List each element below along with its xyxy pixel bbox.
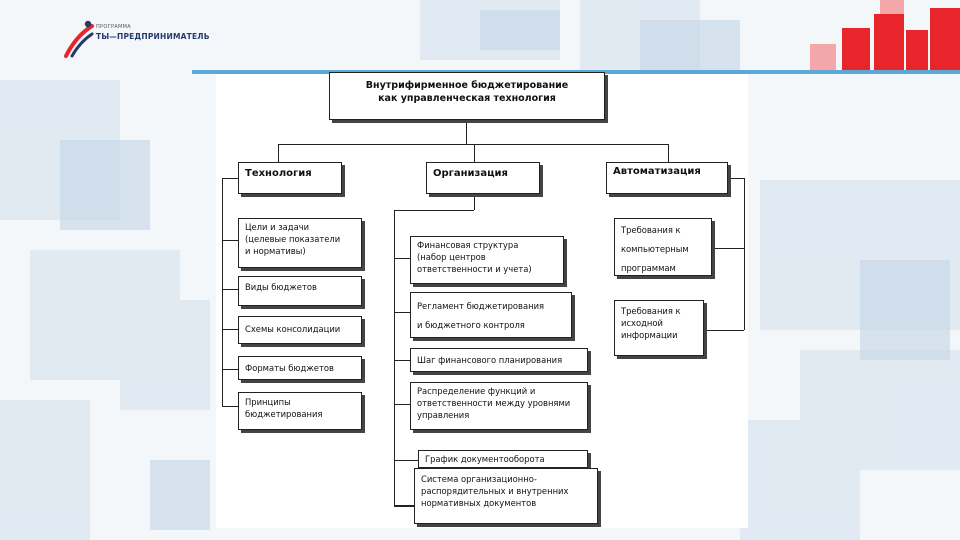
connector-line <box>474 196 475 210</box>
item-line: ответственности между уровнями <box>417 397 581 409</box>
connector-line <box>744 178 745 330</box>
technology-item-goals: Цели и задачи (целевые показатели и норм… <box>238 218 362 268</box>
automation-header: Автоматизация <box>606 162 728 194</box>
item-line: Распределение функций и <box>417 385 581 397</box>
connector-line <box>704 330 744 331</box>
item-line: и бюджетного контроля <box>417 316 565 335</box>
item-line: Виды бюджетов <box>245 281 355 293</box>
item-line: нормативных документов <box>421 497 591 509</box>
item-line: распорядительных и внутренних <box>421 485 591 497</box>
automation-item-software-requirements: Требования к компьютерным программам <box>614 218 712 276</box>
organization-item-regulations: Регламент бюджетирования и бюджетного ко… <box>410 292 572 338</box>
technology-item-consolidation: Схемы консолидации <box>238 316 362 344</box>
connector-line <box>394 460 418 461</box>
connector-line <box>222 178 223 406</box>
connector-line <box>474 144 475 162</box>
item-line: Принципы <box>245 396 355 408</box>
connector-line <box>728 178 744 179</box>
connector-line <box>394 505 414 507</box>
automation-item-data-requirements: Требования к исходной информации <box>614 300 704 356</box>
connector-line <box>222 406 238 407</box>
item-line: (целевые показатели <box>245 233 355 245</box>
item-line: бюджетирования <box>245 408 355 420</box>
item-line: Форматы бюджетов <box>245 362 355 374</box>
item-line: и нормативы) <box>245 245 355 257</box>
technology-header-label: Технология <box>245 168 312 179</box>
item-line: информации <box>621 329 697 341</box>
item-line: исходной <box>621 317 697 329</box>
connector-line <box>222 240 238 241</box>
technology-item-budget-types: Виды бюджетов <box>238 276 362 306</box>
item-line: Регламент бюджетирования <box>417 297 565 316</box>
organization-item-financial-structure: Финансовая структура (набор центров отве… <box>410 236 564 284</box>
item-line: управления <box>417 409 581 421</box>
automation-header-label: Автоматизация <box>613 166 701 177</box>
connector-line <box>278 144 279 162</box>
connector-line <box>712 248 744 249</box>
connector-line <box>394 404 410 405</box>
connector-line <box>394 210 474 211</box>
technology-item-principles: Принципы бюджетирования <box>238 392 362 430</box>
item-line: Требования к <box>621 221 705 240</box>
technology-item-formats: Форматы бюджетов <box>238 356 362 380</box>
item-line: Система организационно- <box>421 473 591 485</box>
item-line: компьютерным <box>621 240 705 259</box>
technology-header: Технология <box>238 162 342 194</box>
connector-line <box>394 360 410 361</box>
connector-line <box>222 178 238 179</box>
connector-line <box>466 120 467 144</box>
connector-line <box>222 289 238 290</box>
diagram-title-box: Внутрифирменное бюджетирование как управ… <box>329 72 605 120</box>
connector-line <box>394 312 410 313</box>
logo-title: ТЫ—ПРЕДПРИНИМАТЕЛЬ <box>96 32 210 41</box>
item-line: ответственности и учета) <box>417 263 557 275</box>
connector-line <box>278 144 668 145</box>
organization-item-planning-step: Шаг финансового планирования <box>410 348 588 372</box>
connector-line <box>668 144 669 162</box>
logo-subtitle: ПРОГРАММА <box>96 24 131 30</box>
item-line: (набор центров <box>417 251 557 263</box>
organization-header-label: Организация <box>433 168 508 179</box>
organization-item-responsibility: Распределение функций и ответственности … <box>410 382 588 430</box>
organization-item-regulatory-docs: Система организационно- распорядительных… <box>414 468 598 524</box>
organization-item-document-flow: График документооборота <box>418 450 588 468</box>
title-line-1: Внутрифирменное бюджетирование <box>336 79 598 92</box>
item-line: Требования к <box>621 305 697 317</box>
item-line: График документооборота <box>425 453 581 465</box>
title-line-2: как управленческая технология <box>336 92 598 105</box>
connector-line <box>222 369 238 370</box>
connector-line <box>222 329 238 330</box>
item-line: Схемы консолидации <box>245 323 355 335</box>
connector-line <box>394 210 395 506</box>
item-line: программам <box>621 259 705 278</box>
item-line: Шаг финансового планирования <box>417 354 581 366</box>
connector-line <box>394 258 410 259</box>
item-line: Цели и задачи <box>245 221 355 233</box>
organization-header: Организация <box>426 162 540 194</box>
item-line: Финансовая структура <box>417 239 557 251</box>
